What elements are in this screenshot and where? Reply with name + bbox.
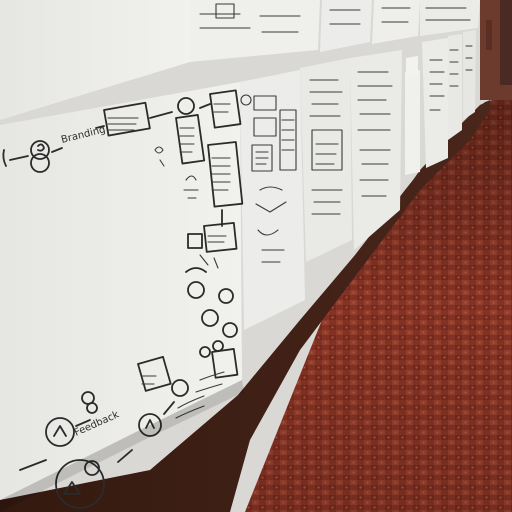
paper-sheet: [420, 0, 480, 36]
paper-sheet: [0, 0, 190, 120]
paper-sheet: [405, 70, 420, 175]
sketch-middle-column: [183, 141, 244, 393]
paper-sheet: [422, 38, 448, 168]
wood-wall-panel: [0, 100, 490, 512]
paper-sheet: [240, 70, 305, 330]
paper-sheet: [320, 0, 372, 52]
paper-sheet: [448, 34, 462, 140]
sketch-right-sheets: [199, 3, 473, 263]
paper-sheet: [300, 58, 352, 262]
paper-sheet: [463, 30, 476, 120]
paper-sheet: [406, 56, 418, 78]
